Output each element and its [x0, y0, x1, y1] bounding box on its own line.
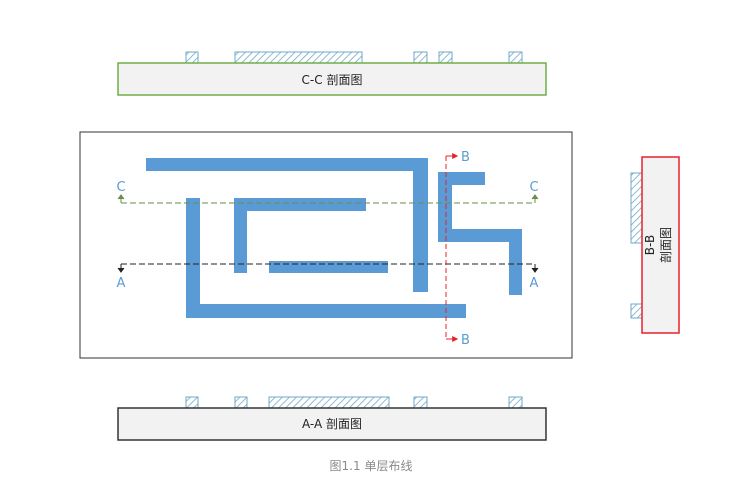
figure-caption: 图1.1 单层布线 — [329, 459, 413, 473]
trace-right-mid-vertical — [438, 172, 452, 242]
aa-left-arrow-icon — [117, 264, 125, 273]
trace-top-bar — [146, 158, 428, 171]
cc-right-letter: C — [529, 180, 538, 195]
trace-inner-left-vertical — [234, 198, 247, 273]
cc-left-arrow-icon — [117, 194, 125, 203]
trace-outer-left-vertical — [186, 198, 200, 318]
bb-section-label-top: B-B — [643, 235, 657, 255]
cc-section-label: C-C 剖面图 — [302, 73, 363, 87]
aa-pad-4 — [413, 396, 428, 409]
aa-pad-2 — [234, 396, 248, 409]
cc-pad-3 — [413, 51, 428, 64]
aa-pad-3 — [268, 396, 390, 409]
bb-section: B-B 剖面图 — [630, 156, 680, 334]
traces — [146, 158, 522, 318]
cc-pad-1 — [185, 51, 199, 64]
trace-right-vertical — [413, 158, 428, 292]
cc-substrate — [117, 62, 547, 96]
cc-right-arrow-icon — [531, 194, 539, 203]
bb-section-label-bottom: 剖面图 — [659, 227, 673, 263]
plan-view: C C A A B B — [79, 131, 573, 359]
aa-section-label: A-A 剖面图 — [302, 417, 362, 431]
aa-pad-1 — [185, 396, 199, 409]
trace-bottom-bar — [186, 304, 466, 318]
trace-inner-top-bar — [234, 198, 366, 211]
cc-pad-2 — [234, 51, 363, 64]
cc-pad-5 — [508, 51, 523, 64]
cc-pad-4 — [438, 51, 453, 64]
aa-left-letter: A — [117, 276, 126, 291]
cc-left-letter: C — [116, 180, 125, 195]
bb-bottom-letter: B — [461, 333, 470, 348]
bb-substrate — [641, 156, 680, 334]
aa-right-arrow-icon — [531, 264, 539, 273]
bb-top-letter: B — [461, 150, 470, 165]
trace-far-right-vertical — [509, 229, 522, 295]
bb-pad-bottom — [630, 303, 643, 319]
trace-right-mid-bar — [438, 229, 522, 242]
trace-middle-bar — [269, 261, 388, 273]
aa-substrate — [117, 407, 547, 441]
aa-right-letter: A — [530, 276, 539, 291]
bb-pad-top — [630, 172, 643, 244]
aa-pad-5 — [508, 396, 523, 409]
aa-section: A-A 剖面图 — [117, 396, 547, 441]
cc-section: C-C 剖面图 — [117, 51, 547, 96]
